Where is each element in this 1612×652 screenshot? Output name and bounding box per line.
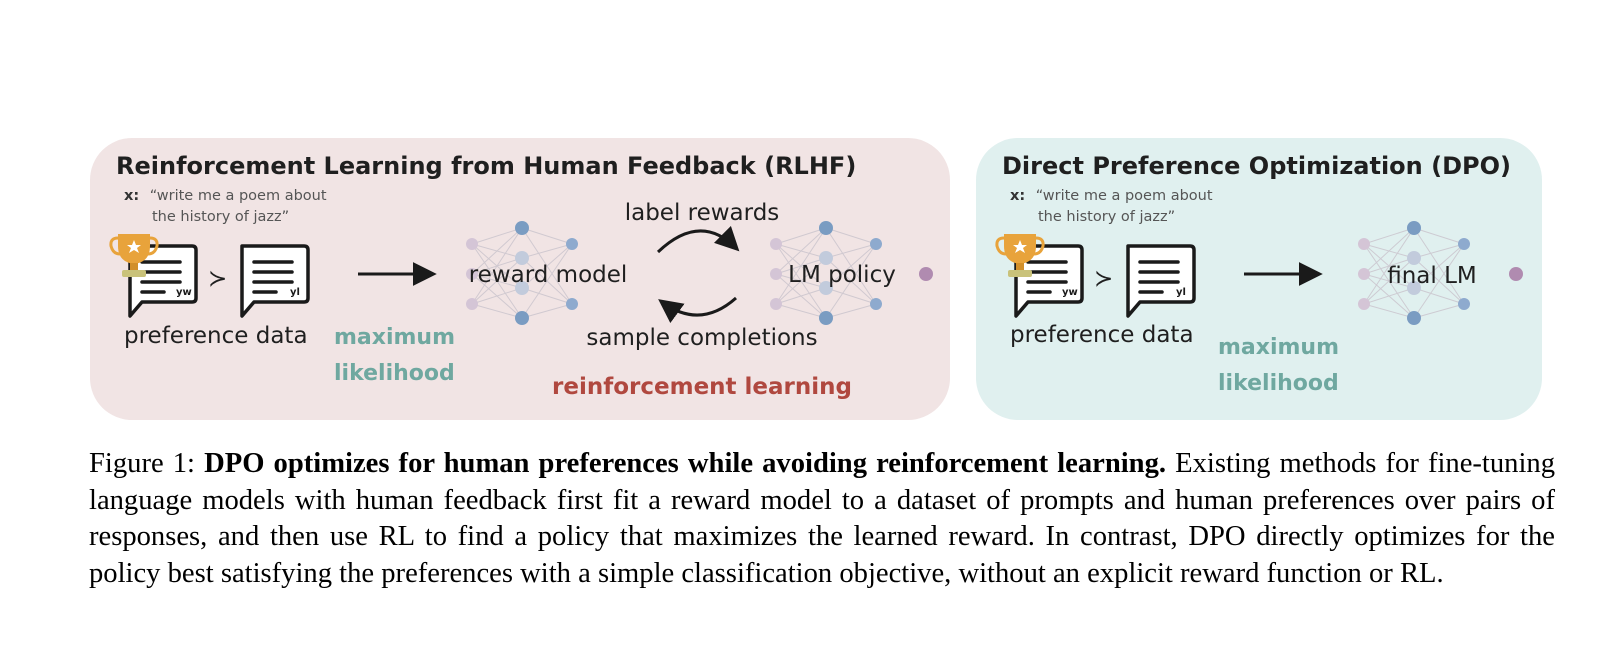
dpo-prompt-line1: x: “write me a poem about [1010, 188, 1213, 204]
rlhf-preference-data-label: preference data [124, 323, 308, 349]
sample-completions-arrow-icon [658, 296, 737, 324]
dpo-losing-response-icon: yl [1126, 244, 1196, 318]
reinforcement-learning-label: reinforcement learning [552, 374, 852, 400]
dpo-max-likelihood-line1: maximum [1218, 335, 1339, 360]
dpo-panel-background [976, 138, 1542, 420]
sample-completions-label: sample completions [586, 325, 817, 351]
caption-bold-title: DPO optimizes for human preferences whil… [204, 448, 1167, 479]
dpo-prompt-key: x: [1010, 188, 1025, 204]
rlhf-prompt-line1: x: “write me a poem about [124, 188, 327, 204]
rlhf-preference-symbol: ≻ [208, 266, 227, 292]
dpo-winning-response-icon: yw [1014, 244, 1084, 318]
dpo-prompt-text-1: “write me a poem about [1036, 188, 1213, 204]
figure-diagram: Reinforcement Learning from Human Feedba… [90, 138, 1542, 420]
rlhf-max-likelihood-line2: likelihood [334, 361, 455, 386]
dpo-prompt-line2: the history of jazz” [1038, 209, 1175, 225]
rlhf-prompt-key: x: [124, 188, 139, 204]
rlhf-prompt-line2: the history of jazz” [152, 209, 289, 225]
rlhf-yl-label: yl [290, 287, 300, 298]
rlhf-yw-label: yw [176, 287, 192, 298]
final-lm-output-node [1509, 267, 1523, 281]
caption-prefix: Figure 1: [89, 448, 205, 479]
lm-policy-output-node [919, 267, 933, 281]
final-lm-label: final LM [1387, 263, 1477, 289]
rlhf-panel-background [90, 138, 950, 420]
rlhf-prompt-text-1: “write me a poem about [150, 188, 327, 204]
label-rewards-arrow-icon [656, 225, 740, 254]
dpo-panel: Direct Preference Optimization (DPO) x: … [976, 138, 1542, 420]
rlhf-winning-response-icon: yw [128, 244, 198, 318]
dpo-preference-data-label: preference data [1010, 322, 1194, 348]
label-rewards-label: label rewards [625, 200, 780, 226]
dpo-yw-label: yw [1062, 287, 1078, 298]
lm-policy-label: LM policy [788, 262, 896, 288]
caption-body: Existing methods for fine-tuning languag… [89, 448, 1555, 589]
dpo-preference-symbol: ≻ [1094, 266, 1113, 292]
rlhf-losing-response-icon: yl [240, 244, 310, 318]
dpo-title: Direct Preference Optimization (DPO) [1002, 152, 1511, 180]
rlhf-panel: Reinforcement Learning from Human Feedba… [90, 138, 950, 420]
figure-caption: Figure 1: DPO optimizes for human prefer… [89, 446, 1555, 592]
rlhf-max-likelihood-line1: maximum [334, 325, 455, 350]
rlhf-title: Reinforcement Learning from Human Feedba… [116, 152, 856, 180]
dpo-max-likelihood-line2: likelihood [1218, 371, 1339, 396]
dpo-yl-label: yl [1176, 287, 1186, 298]
reward-model-label: reward model [469, 262, 628, 288]
